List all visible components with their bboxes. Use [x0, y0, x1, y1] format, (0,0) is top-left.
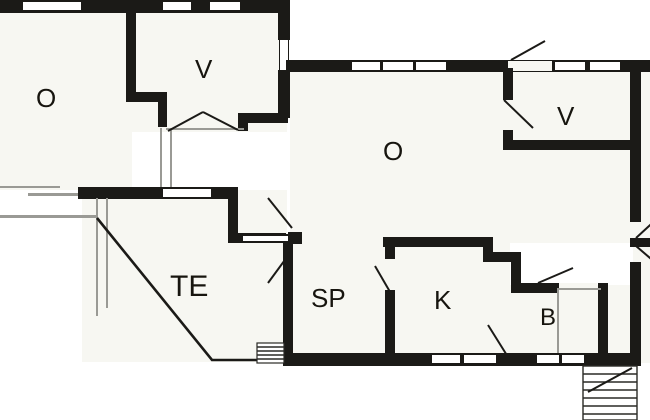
fill-te — [82, 190, 287, 362]
door-v-right-upper — [503, 40, 546, 129]
wall-sp-k-bot — [385, 290, 395, 363]
fill-o-left — [0, 12, 132, 190]
wall-v-left-step — [126, 92, 166, 102]
wall-k-step-h — [483, 252, 521, 262]
door-b — [537, 267, 574, 284]
glazing-v-base — [166, 128, 244, 130]
door-mid-vertical — [267, 197, 293, 284]
window-bot-1 — [432, 354, 460, 364]
deck-line-2 — [28, 193, 80, 196]
window-tr-1 — [352, 61, 380, 71]
terrace-left-line — [0, 215, 98, 218]
window-mid-left — [163, 188, 211, 198]
room-label-k: K — [434, 285, 452, 315]
window-tr-5 — [590, 61, 620, 71]
glazing-left-1 — [160, 128, 162, 191]
room-label-b: B — [540, 304, 557, 331]
wall-right-outer-upper — [630, 68, 641, 150]
fill-sp — [290, 243, 390, 363]
wall-te-right-upper — [228, 187, 238, 243]
door-leaf-mid-inner — [243, 236, 288, 241]
room-label-sp: SP — [311, 283, 346, 313]
b-thin-left — [557, 288, 559, 362]
wall-b-top — [511, 283, 559, 293]
window-bot-3 — [537, 354, 559, 364]
wall-o-v-divider — [126, 12, 136, 100]
wall-v-right-bottom — [503, 140, 633, 150]
window-top-3 — [210, 1, 240, 11]
door-right-outer — [635, 223, 650, 260]
wall-sp-k-top — [385, 237, 395, 259]
wall-left-block-right-bot — [278, 70, 290, 118]
wall-right-outer-mid — [630, 150, 641, 222]
wall-sp-left — [283, 243, 293, 363]
terrace-edge-2 — [106, 198, 108, 308]
wall-b-right — [598, 283, 608, 363]
window-top-1 — [23, 1, 81, 11]
door-knob-mid — [288, 232, 302, 244]
room-label-v-left: V — [195, 54, 213, 84]
wall-v-left-step2 — [158, 92, 167, 127]
fill-v-left — [132, 12, 287, 132]
window-bot-4 — [562, 354, 584, 364]
door-gap-top-right — [508, 61, 552, 71]
glazing-left-2 — [170, 128, 172, 191]
stairs-bottom-right — [582, 365, 638, 420]
wall-k-b-divider — [511, 252, 521, 292]
fill-v-right — [508, 68, 633, 150]
room-label-o-left: O — [36, 83, 57, 113]
wall-v-left-bottom-r2 — [238, 113, 248, 131]
window-top-2 — [163, 1, 191, 11]
wall-v-right-left-top — [503, 68, 513, 100]
door-leaf-right — [630, 238, 650, 247]
door-v-left-double — [167, 111, 239, 132]
stairs-terrace — [256, 342, 285, 364]
window-tr-3 — [416, 61, 446, 71]
fill-b — [510, 285, 632, 363]
room-label-o-right: O — [383, 136, 404, 166]
wall-v-left-bottom-right — [238, 113, 288, 123]
window-tr-4 — [555, 61, 585, 71]
wall-k-top — [383, 237, 493, 247]
wall-left-block-right-top — [278, 12, 290, 40]
deck-line-1 — [0, 186, 60, 188]
window-left-block-right — [279, 40, 289, 70]
room-label-v-right: V — [557, 101, 575, 131]
wall-k-step-v — [483, 237, 493, 261]
window-bot-2 — [464, 354, 496, 364]
b-thin-top — [559, 288, 601, 290]
door-k — [487, 324, 509, 358]
door-sp — [374, 265, 394, 298]
terrace-edge-1 — [96, 198, 98, 316]
window-tr-2 — [383, 61, 413, 71]
room-label-te: TE — [170, 270, 209, 303]
wall-right-outer-low — [630, 262, 641, 362]
